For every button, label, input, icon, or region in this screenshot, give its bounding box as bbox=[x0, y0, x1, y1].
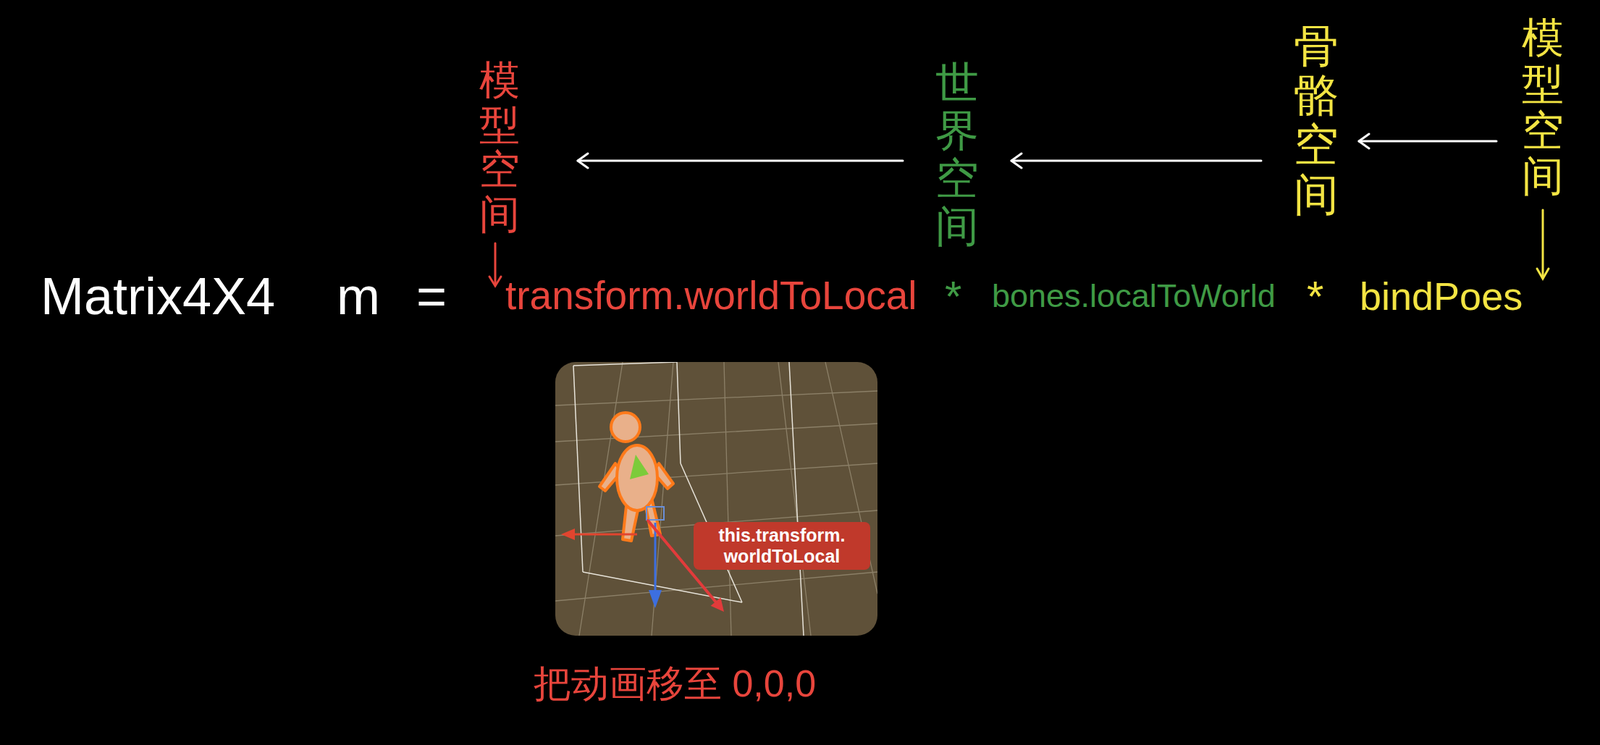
space-label: 世界空间 bbox=[935, 59, 979, 251]
space-name: 世界空间 bbox=[935, 59, 979, 251]
matrix-term: bones.localToWorld bbox=[991, 277, 1276, 315]
y-axis-handle bbox=[629, 454, 649, 480]
equals-sign: = bbox=[416, 266, 447, 327]
x-axis-handle bbox=[561, 528, 638, 541]
image-callout: this.transform. worldToLocal bbox=[693, 521, 871, 570]
space-label: 骨骼空间 bbox=[1293, 21, 1339, 220]
down-arrow bbox=[489, 243, 501, 286]
down-arrow bbox=[1537, 209, 1549, 279]
caption-note: 把动画移至 0,0,0 bbox=[533, 662, 816, 706]
space-label: 模型空间 bbox=[1521, 14, 1564, 200]
character-figure bbox=[599, 412, 674, 541]
ground-grid bbox=[555, 361, 878, 636]
matrix-term: bindPoes bbox=[1359, 273, 1523, 319]
matrix-term: transform.worldToLocal bbox=[505, 272, 918, 319]
transform-arrow bbox=[1358, 140, 1497, 143]
plane-handle bbox=[646, 506, 664, 520]
matrix-type: Matrix4X4 bbox=[40, 266, 276, 327]
space-label: 模型空间 bbox=[479, 57, 520, 237]
space-name: 模型空间 bbox=[479, 57, 520, 237]
transform-arrow bbox=[577, 160, 903, 163]
bounds-wireframe bbox=[573, 361, 804, 636]
scene-panel bbox=[555, 361, 878, 636]
transform-arrow bbox=[1011, 160, 1262, 163]
multiply-sign: * bbox=[1306, 271, 1324, 322]
space-name: 模型空间 bbox=[1521, 14, 1564, 200]
variable-name: m bbox=[336, 266, 381, 327]
scene-screenshot bbox=[555, 361, 878, 636]
space-name: 骨骼空间 bbox=[1293, 21, 1339, 220]
multiply-sign: * bbox=[944, 271, 962, 322]
